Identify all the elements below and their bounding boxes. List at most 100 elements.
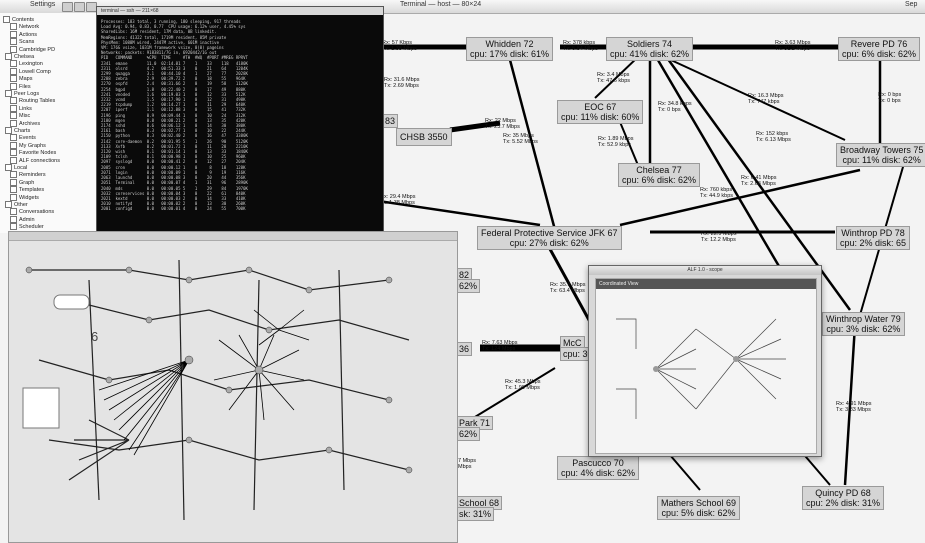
sidebar-item[interactable]: Admin [10,216,35,223]
node-stub[interactable]: 62% [456,279,480,293]
sidebar-item[interactable]: Actions [10,31,37,38]
sidebar-item-label: Local [14,165,27,171]
node-mathers-school[interactable]: Mathers School 69 cpu: 5% disk: 62% [657,496,740,520]
sidebar-item[interactable]: Links [10,105,32,112]
sidebar-item[interactable]: Maps [10,75,32,82]
node-stub[interactable]: 62% [456,427,480,441]
node-stub[interactable]: 36 [456,342,472,356]
terminal-line: 2051 Terminal 0.0 00:00.07 4 1 31 96 289… [101,180,248,185]
link-label: Rx: 4.91 Mbps Tx: 3.83 Mbps [836,401,871,413]
node-status: cpu: 41% disk: 62% [610,49,689,59]
sidebar-item[interactable]: Charts [5,127,30,134]
scope-window-content[interactable]: Coordinated View [595,278,817,454]
node-soldiers[interactable]: Soldiers 74 cpu: 41% disk: 62% [606,37,693,61]
node-winthrop-water[interactable]: Winthrop Water 79 cpu: 3% disk: 62% [822,312,905,336]
node-pascucco[interactable]: Pascucco 70 cpu: 4% disk: 62% [557,456,639,480]
sidebar-item[interactable]: Local [5,164,27,171]
link-label: Rx: 35.1 Mbps Tx: 63.4 Mbps [550,282,585,294]
sidebar-item-label: Favorite Nodes [19,150,56,156]
sidebar-item[interactable]: Files [10,83,31,90]
sidebar-item[interactable]: Widgets [10,194,39,201]
sidebar-item[interactable]: Scans [10,38,34,45]
topology-graph-window[interactable]: 6 [8,231,458,543]
sidebar-item-label: Archives [19,121,40,127]
sidebar-item-label: Links [19,106,32,112]
settings-tab[interactable]: Settings [30,1,55,8]
sidebar-item[interactable]: ALF connections [10,157,60,164]
node-status: cpu: 3% disk: 62% [826,324,901,334]
tree-node-icon [10,83,17,90]
node-name: Chelsea 77 [622,165,696,175]
terminal-line: 2097 syslogd 0.0 00:00.41 2 0 12 27 204K [101,159,248,164]
sidebar-item[interactable]: Scheduler [10,223,44,230]
node-status: cpu: 4% disk: 62% [561,468,635,478]
link-label: Rx: 35 Mbps Tx: 5.52 Mbps [503,133,538,145]
node-eoc[interactable]: EOC 67 cpu: 11% disk: 60% [557,100,643,124]
sidebar-item[interactable]: Network [10,23,39,30]
scope-window-title: ALF 1.0 - scope [589,266,821,275]
node-quincy-pd[interactable]: Quincy PD 68 cpu: 2% disk: 31% [802,486,884,510]
sidebar-item-label: Conversations [19,209,54,215]
toolbar-button[interactable] [74,2,85,12]
sidebar-item[interactable]: Lowell Comp [10,68,51,75]
link-label: Rx: 31.6 Mbps Tx: 2.69 Mbps [384,77,419,89]
sidebar-item[interactable]: Favorite Nodes [10,149,56,156]
tree-node-icon [10,179,17,186]
sidebar-item-label: My Graphs [19,143,46,149]
node-whidden[interactable]: Whidden 72 cpu: 17% disk: 61% [466,37,553,61]
sidebar-item[interactable]: Conversations [10,208,54,215]
link-label: Rx: 34.8 kbps Tx: 0 bps [658,101,692,113]
node-winthrop-pd[interactable]: Winthrop PD 78 cpu: 2% disk: 65 [836,226,910,250]
scope-header: Coordinated View [596,279,816,289]
sidebar-item[interactable]: Routing Tables [10,97,55,104]
node-stub[interactable]: 83 [382,114,398,128]
node-chelsea[interactable]: Chelsea 77 cpu: 6% disk: 62% [618,163,700,187]
sidebar-item-label: Files [19,84,31,90]
node-name: Revere PD 76 [842,39,916,49]
node-federal-protective-service[interactable]: Federal Protective Service JFK 67 cpu: 2… [477,226,622,250]
sidebar-item[interactable]: Graph [10,179,34,186]
node-stub[interactable]: sk: 31% [456,507,494,521]
node-broadway[interactable]: Broadway Towers 75 cpu: 11% disk: 62% [836,143,925,167]
sidebar-item-label: Widgets [19,195,39,201]
node-name: Winthrop PD 78 [840,228,906,238]
sidebar-item-label: Scans [19,39,34,45]
link-label: Rx: 16.3 Mbps Tx: 747 kbps [748,93,783,105]
link-label: Rx: 1.89 Mbps Tx: 52.9 kbps [598,136,633,148]
node-revere[interactable]: Revere PD 76 cpu: 6% disk: 62% [838,37,920,61]
node-name: Soldiers 74 [610,39,689,49]
terminal-line: 2001 configd 0.0 00:00.01 4 0 24 55 700K [101,206,248,211]
link-label: Rx: 3.4 Mbps Tx: 47.6 kbps [597,72,630,84]
topology-graph-canvas[interactable] [9,240,457,540]
sidebar-item[interactable]: My Graphs [10,142,46,149]
sidebar-item[interactable]: Other [5,201,28,208]
tree-node-icon [5,127,12,134]
sidebar-item[interactable]: Peer Logs [5,90,39,97]
sidebar-item-label: Misc [19,113,30,119]
scope-window[interactable]: ALF 1.0 - scope Coordinated View [588,265,822,457]
sidebar-item[interactable]: Chelsea [5,53,34,60]
tree-node-icon [5,201,12,208]
link-label: Rx: 29.4 Mbps Tx: 1.38 Mbps [380,194,415,206]
sidebar-item[interactable]: Archives [10,120,40,127]
sidebar-item[interactable]: Contents [3,16,34,23]
sidebar-item[interactable]: Reminders [10,171,46,178]
sidebar-item[interactable]: Cambridge PD [10,46,55,53]
menu-corner: Sep [905,1,917,8]
link-label: Rx: 7.63 Mbps Tx: 124 Mbps [482,340,517,352]
navigation-sidebar: ContentsNetworkActionsScansCambridge PDC… [0,13,97,233]
link-label: Rx: 45.3 Mbps Tx: 1.98 Mbps [505,379,540,391]
sidebar-item[interactable]: Misc [10,112,30,119]
toolbar-button[interactable] [62,2,73,12]
sidebar-item[interactable]: Lexington [10,60,43,67]
terminal-window[interactable]: terminal — ssh — 211×68 Processes: 183 t… [96,6,384,236]
sidebar-item-label: Reminders [19,172,46,178]
sidebar-item-label: Network [19,24,39,30]
sidebar-item[interactable]: Events [10,134,36,141]
node-chsb[interactable]: CHSB 3550 [396,128,452,146]
sidebar-item[interactable]: Templates [10,186,44,193]
tree-node-icon [10,112,17,119]
node-status: cpu: 6% disk: 62% [842,49,916,59]
node-name: EOC 67 [561,102,639,112]
link-label: Rx: 22 Mbps Tx: 23.7 Mbps [485,118,520,130]
